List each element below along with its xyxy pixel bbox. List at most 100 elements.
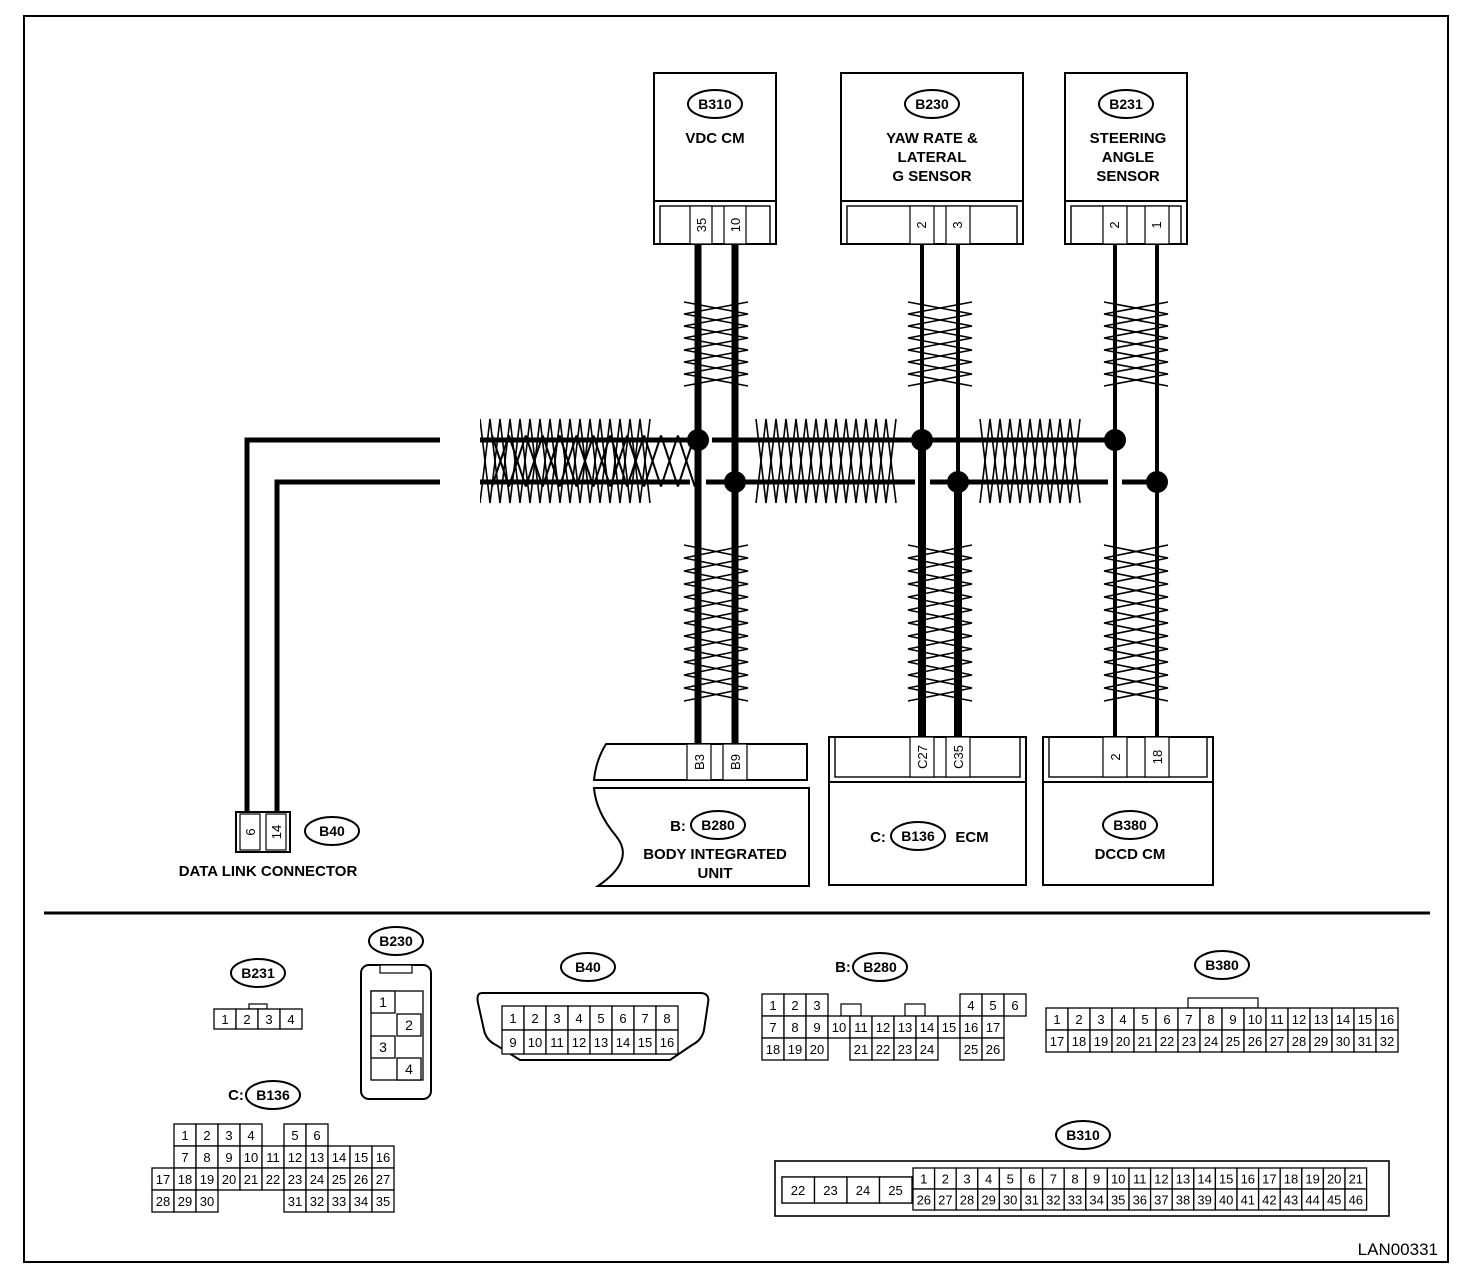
pin-cell: 26	[1248, 1034, 1262, 1049]
pin-cell: 2	[531, 1011, 538, 1026]
pin-cell: 39	[1197, 1193, 1211, 1208]
pin-cell: 44	[1305, 1193, 1319, 1208]
pin-cell: 18	[1072, 1034, 1086, 1049]
biu-label-2: UNIT	[698, 865, 733, 882]
pin-cell: 4	[1119, 1012, 1126, 1027]
pin-cell: 13	[310, 1150, 324, 1165]
pin-cell: 42	[1262, 1193, 1276, 1208]
tag-b230	[904, 89, 960, 119]
dccd-label: DCCD CM	[1095, 846, 1166, 863]
pin-cell: 24	[920, 1042, 934, 1057]
pin-cell: 23	[1182, 1034, 1196, 1049]
pin-cell: 15	[638, 1035, 652, 1050]
tag-b280	[690, 810, 746, 840]
pin-cell: 16	[376, 1150, 390, 1165]
pin-cell: 15	[354, 1150, 368, 1165]
pin-cell: 19	[1305, 1172, 1319, 1187]
yaw-pin-2: 2	[914, 221, 929, 228]
tag-b136	[890, 821, 946, 851]
pin-cell: 2	[1075, 1012, 1082, 1027]
pin-cell: 10	[1111, 1172, 1125, 1187]
tag-b230-view-text: B230	[379, 933, 413, 949]
steer-label-2: ANGLE	[1102, 149, 1155, 166]
dccd-cm-box: 2 18 B380 DCCD CM	[1042, 736, 1214, 886]
pin-cell: 5	[291, 1128, 298, 1143]
pin-cell: 5	[989, 998, 996, 1013]
tag-b231	[1098, 89, 1154, 119]
pin-cell: 6	[313, 1128, 320, 1143]
ecm-pin-c27: C27	[915, 745, 930, 769]
pin-cell: 37	[1154, 1193, 1168, 1208]
b310-left-pin: 23	[823, 1183, 837, 1198]
ecm-label: ECM	[955, 829, 988, 846]
pin-cell: 6	[1011, 998, 1018, 1013]
pin-cell: 21	[1349, 1172, 1363, 1187]
pin-cell: 5	[597, 1011, 604, 1026]
pin-cell: 34	[354, 1194, 368, 1209]
pin-cell: 3	[553, 1011, 560, 1026]
pin-cell: 4	[247, 1128, 254, 1143]
pin-cell: 16	[1241, 1172, 1255, 1187]
pin-cell: 29	[178, 1194, 192, 1209]
pin-cell: 5	[1007, 1172, 1014, 1187]
b310-left-pin: 22	[791, 1183, 805, 1198]
pin-cell: 9	[509, 1035, 516, 1050]
pin-cell: 34	[1089, 1193, 1103, 1208]
pin-cell: 17	[1262, 1172, 1276, 1187]
pin-cell: 25	[1226, 1034, 1240, 1049]
pin-cell: 4	[575, 1011, 582, 1026]
yaw-label-1: YAW RATE &	[886, 130, 978, 147]
ecm-prefix: C:	[870, 829, 886, 846]
pin-cell: 7	[181, 1150, 188, 1165]
pin-cell: 19	[200, 1172, 214, 1187]
frame	[23, 15, 1449, 1263]
pin-cell: 9	[1229, 1012, 1236, 1027]
pin-cell: 43	[1284, 1193, 1298, 1208]
pin-cell: 15	[1219, 1172, 1233, 1187]
pin-cell: 33	[332, 1194, 346, 1209]
pin-cell: 19	[788, 1042, 802, 1057]
pin-cell: 10	[528, 1035, 542, 1050]
pin-cell: 6	[1028, 1172, 1035, 1187]
vdc-cm-box: B310 VDC CM 35 10	[653, 72, 777, 245]
pin-cell: 3	[265, 1012, 272, 1027]
pin-cell: 25	[332, 1172, 346, 1187]
pin-cell: 35	[1111, 1193, 1125, 1208]
b230-pin: 2	[405, 1017, 413, 1033]
pin-cell: 10	[244, 1150, 258, 1165]
biu-label-1: BODY INTEGRATED	[643, 846, 787, 863]
pin-cell: 15	[1358, 1012, 1372, 1027]
pin-cell: 29	[1314, 1034, 1328, 1049]
pin-cell: 30	[1336, 1034, 1350, 1049]
pin-cell: 12	[1154, 1172, 1168, 1187]
steer-pin-2: 2	[1107, 221, 1122, 228]
pin-cell: 11	[550, 1035, 564, 1050]
pin-cell: 31	[1358, 1034, 1372, 1049]
dlc-pin-14: 14	[269, 825, 284, 839]
tag-b280-view-prefix: B:	[835, 959, 851, 976]
dlc-label: DATA LINK CONNECTOR	[179, 863, 358, 880]
twisted-pair-coils	[479, 301, 1169, 702]
pin-cell: 9	[813, 1020, 820, 1035]
pin-cell: 30	[1003, 1193, 1017, 1208]
pin-cell: 32	[1046, 1193, 1060, 1208]
pin-cell: 1	[769, 998, 776, 1013]
pin-cell: 11	[854, 1020, 868, 1035]
pin-cell: 17	[986, 1020, 1000, 1035]
pin-cell: 24	[310, 1172, 324, 1187]
yaw-label-2: LATERAL	[898, 149, 967, 166]
pin-cell: 8	[1207, 1012, 1214, 1027]
pin-cell: 16	[964, 1020, 978, 1035]
tag-b230-view: B230	[368, 926, 424, 956]
pin-cell: 7	[769, 1020, 776, 1035]
pin-cell: 6	[1163, 1012, 1170, 1027]
tag-b380-view: B380	[1194, 950, 1250, 980]
vdc-pin-35: 35	[694, 218, 709, 232]
pin-cell: 8	[663, 1011, 670, 1026]
pin-cell: 20	[222, 1172, 236, 1187]
tag-b310-view: B310	[1055, 1120, 1111, 1150]
pin-cell: 1	[1053, 1012, 1060, 1027]
